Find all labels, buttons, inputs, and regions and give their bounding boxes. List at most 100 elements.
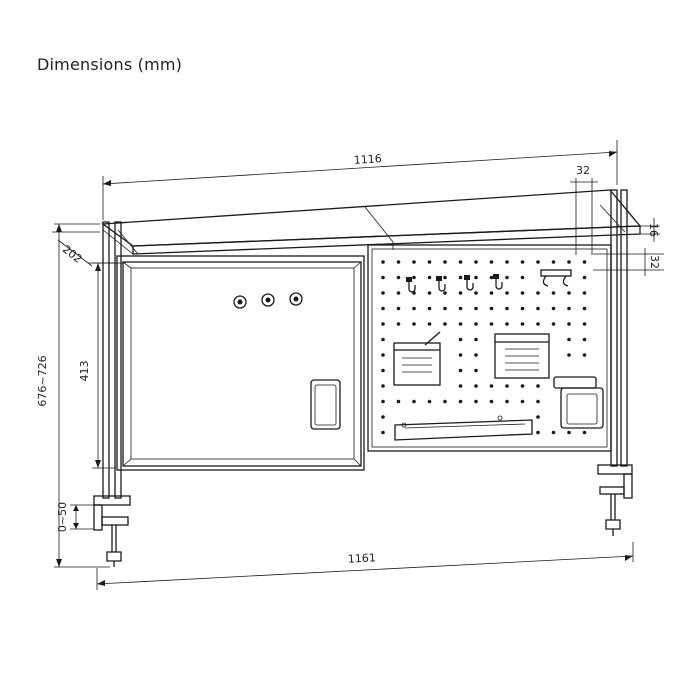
peg-hole — [520, 275, 525, 280]
peg-hole — [551, 291, 556, 295]
peg-hole — [551, 306, 556, 311]
dimension-hole-pitch-horizontal: 32 — [570, 164, 598, 255]
peg-hole — [520, 291, 525, 295]
peg-hole — [458, 260, 463, 264]
hole-pitch-vertical-label: 32 — [648, 255, 661, 269]
peg-hole — [567, 430, 571, 435]
peg-hole — [489, 322, 494, 326]
peg-hole — [474, 291, 478, 295]
peg-hole — [443, 306, 447, 311]
overall-width-label: 1161 — [347, 551, 376, 565]
double-hook-icon — [540, 269, 572, 287]
peg-hole — [427, 260, 432, 264]
peg-hole — [582, 275, 587, 280]
peg-hole — [381, 337, 385, 342]
peg-hole — [582, 260, 587, 264]
peg-hole — [489, 306, 494, 311]
dimension-overall-width: 1161 — [96, 542, 634, 590]
clamp-range-label: 0~50 — [56, 502, 69, 532]
peg-hole — [381, 430, 385, 435]
peg-hole — [489, 260, 494, 264]
peg-hole — [520, 384, 525, 388]
peg-hole — [427, 275, 432, 280]
peg-hole — [551, 322, 556, 326]
peg-hole — [412, 322, 416, 326]
peg-hole — [505, 260, 509, 264]
cup-holder — [553, 376, 604, 429]
peg-hole — [412, 399, 416, 404]
top-width-label: 1116 — [353, 152, 382, 167]
peg-hole — [567, 337, 571, 342]
peg-hole — [474, 260, 478, 264]
peg-hole — [458, 275, 463, 280]
peg-hole — [505, 399, 509, 404]
dimension-clamp-range: 0~50 — [56, 502, 94, 532]
peg-hole — [489, 399, 494, 404]
peg-hole — [474, 399, 478, 404]
right-clamp — [597, 464, 633, 536]
pen-cup-basket — [393, 331, 441, 386]
hole-pitch-horizontal-label: 32 — [576, 164, 590, 177]
peg-hole — [458, 368, 463, 373]
peg-hole — [520, 306, 525, 311]
peg-hole — [396, 275, 401, 280]
peg-hole — [536, 306, 540, 311]
peg-hole — [582, 306, 587, 311]
peg-hole — [567, 306, 571, 311]
peg-hole — [458, 291, 463, 295]
peg-hole — [427, 291, 432, 295]
peg-hole — [505, 322, 509, 326]
peg-hole — [381, 399, 385, 404]
hook-icon — [406, 277, 416, 293]
page-title: Dimensions (mm) — [37, 55, 183, 74]
peg-hole — [381, 353, 385, 357]
peg-hole — [381, 306, 385, 311]
peg-hole — [474, 275, 478, 280]
peg-hole — [474, 353, 478, 357]
peg-hole — [474, 337, 478, 342]
peg-hole — [443, 275, 447, 280]
peg-hole — [505, 275, 509, 280]
peg-hole — [582, 322, 587, 326]
storage-basket — [494, 333, 550, 379]
peg-hole — [381, 368, 385, 373]
peg-hole — [412, 306, 416, 311]
peg-hole — [536, 415, 540, 419]
peg-hole — [427, 306, 432, 311]
left-clamp — [93, 495, 131, 567]
pegboard-panel — [367, 244, 612, 452]
peg-hole — [567, 260, 571, 264]
dimension-shelf-depth: 202 — [52, 231, 125, 267]
peg-hole — [427, 322, 432, 326]
peg-hole — [582, 337, 587, 342]
magnet-icon — [261, 293, 275, 307]
peg-hole — [412, 260, 416, 264]
peg-hole — [396, 306, 401, 311]
peg-hole — [505, 384, 509, 388]
peg-hole — [381, 291, 385, 295]
magnet-icon — [233, 295, 247, 309]
peg-hole — [582, 291, 587, 295]
peg-hole — [396, 291, 401, 295]
dimension-hole-pitch-vertical: 32 — [593, 248, 664, 276]
shelf-depth-label: 202 — [60, 243, 85, 266]
peg-hole — [458, 399, 463, 404]
hook-icon — [436, 276, 446, 292]
dimension-panel-height: 413 — [78, 262, 116, 469]
peg-hole — [458, 306, 463, 311]
peg-hole — [582, 430, 587, 435]
peg-hole — [551, 430, 556, 435]
peg-hole — [458, 353, 463, 357]
peg-hole — [474, 322, 478, 326]
peg-hole — [536, 399, 540, 404]
peg-hole — [396, 322, 401, 326]
peg-hole — [505, 306, 509, 311]
peg-hole — [381, 275, 385, 280]
peg-hole — [474, 368, 478, 373]
peg-hole — [489, 275, 494, 280]
peg-hole — [520, 260, 525, 264]
peg-hole — [567, 353, 571, 357]
dimension-shelf-thickness: 16 — [640, 218, 660, 242]
peg-hole — [536, 322, 540, 326]
peg-hole — [536, 384, 540, 388]
